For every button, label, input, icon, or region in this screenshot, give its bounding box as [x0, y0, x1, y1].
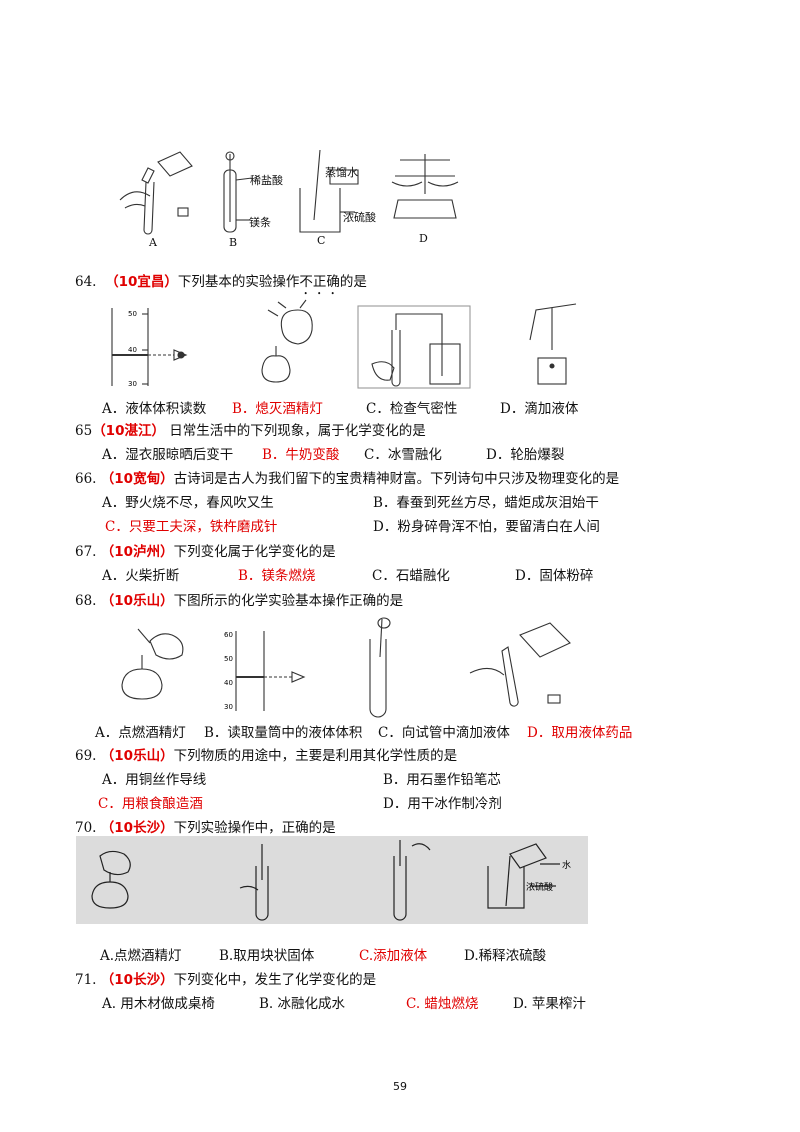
q65-number: 65	[75, 423, 93, 439]
q70-option-a: A.点燃酒精灯	[100, 948, 182, 964]
q64-option-a: A．液体体积读数	[102, 401, 207, 417]
q70-figures: 水 浓硫酸	[91, 840, 571, 921]
q68-figures: 60 50 40 30	[121, 617, 571, 718]
q66-number: 66.	[75, 471, 97, 487]
q65-option-a: A．湿衣服晾晒后变干	[102, 447, 234, 463]
q66-source: （10宽甸）	[100, 471, 174, 487]
q65-stem: 日常生活中的下列现象，属于化学变化的是	[169, 423, 426, 439]
q64-option-c: C．检查气密性	[366, 401, 458, 417]
q68-source: （10乐山）	[100, 593, 174, 609]
q70-source: （10长沙）	[100, 820, 174, 836]
q64-emphasis: 不正确	[299, 274, 340, 290]
q69-option-b: B．用石墨作铅笔芯	[383, 772, 501, 788]
top-caption-a: A	[149, 236, 157, 249]
q68-option-d: D．取用液体药品	[527, 725, 633, 741]
question-71: 71. （10长沙）下列变化中，发生了化学变化的是	[75, 968, 376, 988]
q67-option-b: B．镁条燃烧	[238, 568, 316, 584]
q71-number: 71.	[75, 972, 97, 988]
q69-source: （10乐山）	[100, 748, 174, 764]
q64-number: 64.	[75, 274, 97, 290]
top-label-c-acid: 浓硫酸	[343, 211, 376, 224]
q68-option-c: C．向试管中滴加液体	[378, 725, 510, 741]
question-70: 70. （10长沙）下列实验操作中，正确的是	[75, 816, 336, 836]
q68-tick-60: 60	[224, 631, 233, 639]
top-caption-d: D	[419, 232, 428, 245]
q64-figures: 50 40 30	[111, 299, 577, 389]
q67-option-c: C．石蜡融化	[372, 568, 450, 584]
q70-option-d: D.稀释浓硫酸	[464, 948, 547, 964]
q64-stem: 下列基本的实验操作	[177, 274, 300, 290]
q69-option-d: D．用干冰作制冷剂	[383, 796, 502, 812]
q68-option-b: B．读取量筒中的液体体积	[204, 725, 363, 741]
q69-stem: 下列物质的用途中，主要是利用其化学性质的是	[173, 748, 458, 764]
q71-option-d: D. 苹果榨汁	[513, 996, 586, 1012]
q68-tick-30: 30	[224, 703, 233, 711]
q64-tick-50: 50	[128, 310, 137, 318]
q70-number: 70.	[75, 820, 97, 836]
q70-stem: 下列实验操作中，正确的是	[173, 820, 336, 836]
q71-stem: 下列变化中，发生了化学变化的是	[173, 972, 377, 988]
q68-tick-50: 50	[224, 655, 233, 663]
q69-option-c: C．用粮食酿造酒	[98, 796, 203, 812]
q70-option-c: C.添加液体	[359, 948, 428, 964]
top-figure	[119, 149, 459, 235]
question-64: 64. （10宜昌）下列基本的实验操作不正确的是	[75, 270, 367, 298]
q69-option-a: A．用铜丝作导线	[102, 772, 207, 788]
question-67: 67. （10泸州）下列变化属于化学变化的是	[75, 540, 336, 560]
q66-option-c: C．只要工夫深，铁杵磨成针	[105, 519, 278, 535]
q64-option-d: D．滴加液体	[500, 401, 579, 417]
top-caption-c: C	[317, 234, 326, 247]
q70-label-acid: 浓硫酸	[526, 881, 553, 893]
q64-tick-30: 30	[128, 380, 137, 388]
q71-source: （10长沙）	[100, 972, 174, 988]
question-66: 66. （10宽甸）古诗词是古人为我们留下的宝贵精神财富。下列诗句中只涉及物理变…	[75, 467, 619, 487]
q70-figure-panel	[76, 836, 588, 924]
q71-option-c: C. 蜡烛燃烧	[406, 996, 479, 1012]
q65-option-d: D．轮胎爆裂	[486, 447, 565, 463]
q65-source: （10湛江）	[92, 423, 165, 439]
q64-tail: 的是	[339, 274, 367, 290]
q69-number: 69.	[75, 748, 97, 764]
q65-option-b: B．牛奶变酸	[262, 447, 340, 463]
q70-option-b: B.取用块状固体	[219, 948, 315, 964]
question-69: 69. （10乐山）下列物质的用途中，主要是利用其化学性质的是	[75, 744, 457, 764]
q68-option-a: A．点燃酒精灯	[95, 725, 186, 741]
q66-option-a: A．野火烧不尽，春风吹又生	[102, 495, 274, 511]
q68-tick-40: 40	[224, 679, 233, 687]
q68-stem: 下图所示的化学实验基本操作正确的是	[173, 593, 404, 609]
question-65: 65（10湛江） 日常生活中的下列现象，属于化学变化的是	[75, 419, 426, 439]
q67-option-a: A．火柴折断	[102, 568, 180, 584]
q66-stem: 古诗词是古人为我们留下的宝贵精神财富。下列诗句中只涉及物理变化的是	[173, 471, 620, 487]
page-number: 59	[393, 1080, 407, 1093]
q67-option-d: D．固体粉碎	[515, 568, 594, 584]
q71-option-b: B. 冰融化成水	[259, 996, 346, 1012]
top-label-b-acid: 稀盐酸	[250, 174, 283, 187]
q66-option-b: B．春蚕到死丝方尽，蜡炬成灰泪始干	[373, 495, 599, 511]
q67-stem: 下列变化属于化学变化的是	[173, 544, 336, 560]
q67-source: （10泸州）	[100, 544, 174, 560]
q66-option-d: D．粉身碎骨浑不怕，要留清白在人间	[373, 519, 600, 535]
q71-option-a: A. 用木材做成桌椅	[102, 996, 215, 1012]
top-label-c-water: 蒸馏水	[325, 166, 358, 179]
q65-option-c: C．冰雪融化	[364, 447, 442, 463]
question-68: 68. （10乐山）下图所示的化学实验基本操作正确的是	[75, 589, 403, 609]
q68-number: 68.	[75, 593, 97, 609]
top-label-b-mg: 镁条	[249, 216, 271, 229]
q67-number: 67.	[75, 544, 97, 560]
top-caption-b: B	[229, 236, 238, 249]
q64-source: （10宜昌）	[105, 274, 178, 290]
q70-label-water: 水	[562, 859, 571, 871]
q64-option-b: B．熄灭酒精灯	[232, 401, 323, 417]
q64-tick-40: 40	[128, 346, 137, 354]
